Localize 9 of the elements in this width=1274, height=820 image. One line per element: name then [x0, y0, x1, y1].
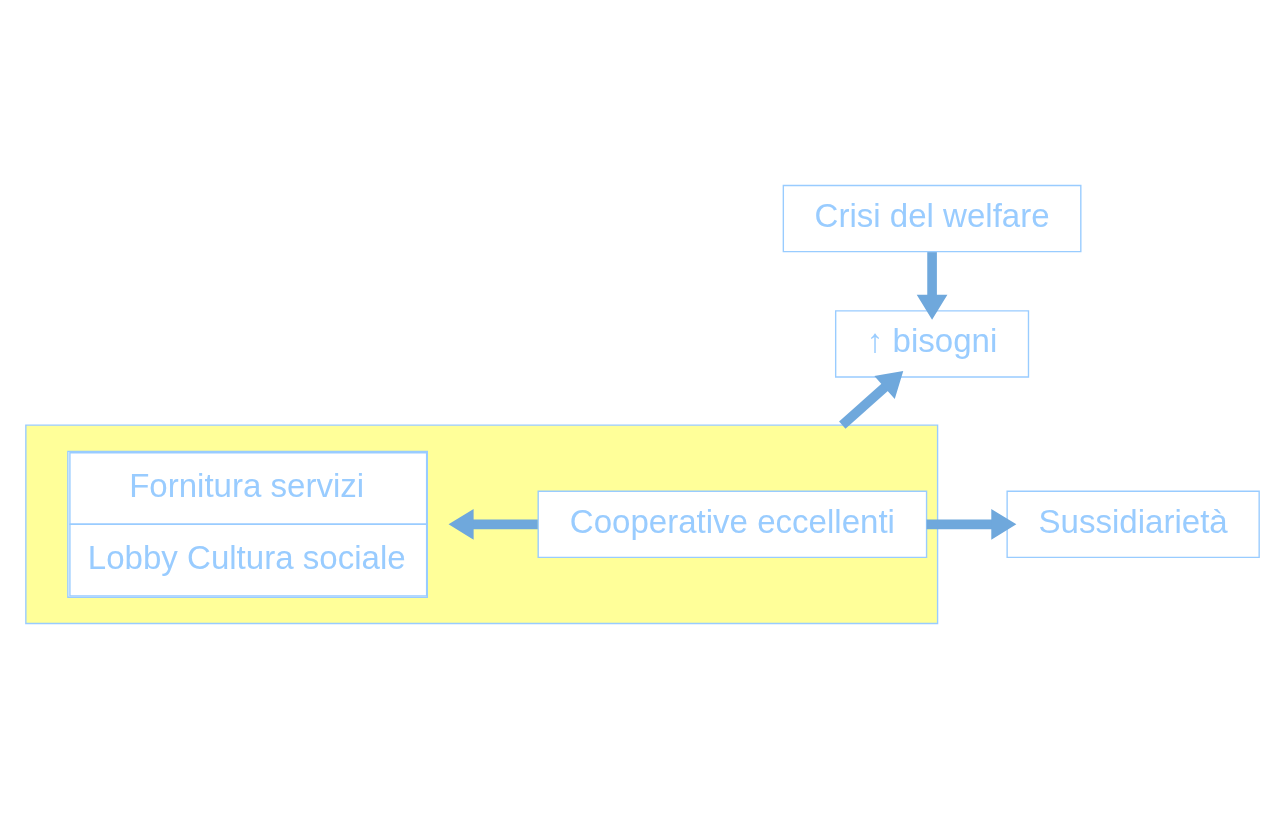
node-box: Sussidiarietà: [1006, 490, 1260, 559]
node-box: ↑ bisogni: [834, 310, 1030, 378]
node-box: Crisi del welfare: [782, 184, 1082, 253]
node-box: Cooperative eccellenti: [537, 490, 928, 559]
arrow: [448, 508, 538, 540]
arrow: [839, 370, 904, 429]
arrow: [926, 508, 1017, 540]
arrow: [916, 252, 948, 320]
cluster: [25, 424, 939, 625]
